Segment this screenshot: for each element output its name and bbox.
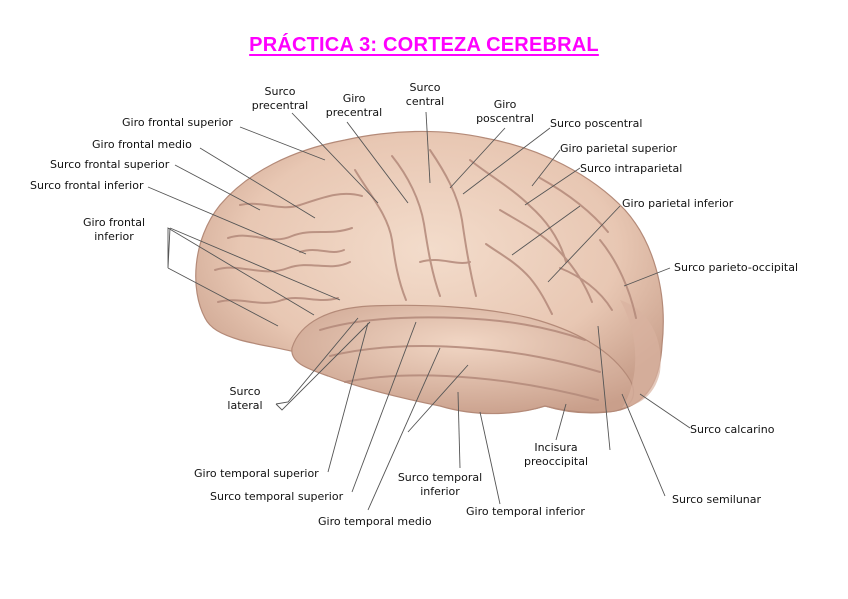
label-giro-temporal-medio: Giro temporal medio bbox=[318, 515, 432, 528]
leader-lines bbox=[147, 111, 691, 511]
label-surco-semilunar: Surco semilunar bbox=[672, 493, 762, 506]
label-surco-precentral: Surco precentral bbox=[251, 85, 309, 112]
label-giro-temporal-superior: Giro temporal superior bbox=[194, 467, 319, 480]
label-surco-intraparietal: Surco intraparietal bbox=[580, 162, 683, 175]
label-giro-parietal-inferior: Giro parietal inferior bbox=[622, 197, 734, 210]
label-giro-temporal-inferior: Giro temporal inferior bbox=[466, 505, 585, 518]
label-surco-poscentral: Surco poscentral bbox=[550, 117, 643, 130]
temporal-lobe-shape bbox=[291, 304, 635, 415]
label-surco-temporal-superior: Surco temporal superior bbox=[210, 490, 344, 503]
label-giro-precentral: Giro precentral bbox=[325, 92, 383, 119]
label-surco-parieto-occipital: Surco parieto-occipital bbox=[674, 261, 799, 274]
label-giro-frontal-inferior: Giro frontal inferior bbox=[82, 216, 146, 243]
label-giro-frontal-medio: Giro frontal medio bbox=[92, 138, 192, 151]
page-title: PRÁCTICA 3: CORTEZA CEREBRAL bbox=[249, 34, 599, 56]
label-giro-frontal-superior: Giro frontal superior bbox=[122, 116, 233, 129]
label-surco-temporal-inferior: Surco temporal inferior bbox=[397, 471, 483, 498]
label-surco-calcarino: Surco calcarino bbox=[690, 423, 775, 436]
label-surco-lateral: Surco lateral bbox=[227, 385, 263, 412]
label-giro-poscentral: Giro poscentral bbox=[476, 98, 534, 125]
label-surco-central: Surco central bbox=[405, 81, 445, 108]
label-surco-frontal-superior: Surco frontal superior bbox=[50, 158, 170, 171]
label-surco-frontal-inferior: Surco frontal inferior bbox=[30, 179, 144, 192]
label-incisura-preoccipital: Incisura preoccipital bbox=[523, 441, 589, 468]
label-giro-parietal-superior: Giro parietal superior bbox=[560, 142, 678, 155]
